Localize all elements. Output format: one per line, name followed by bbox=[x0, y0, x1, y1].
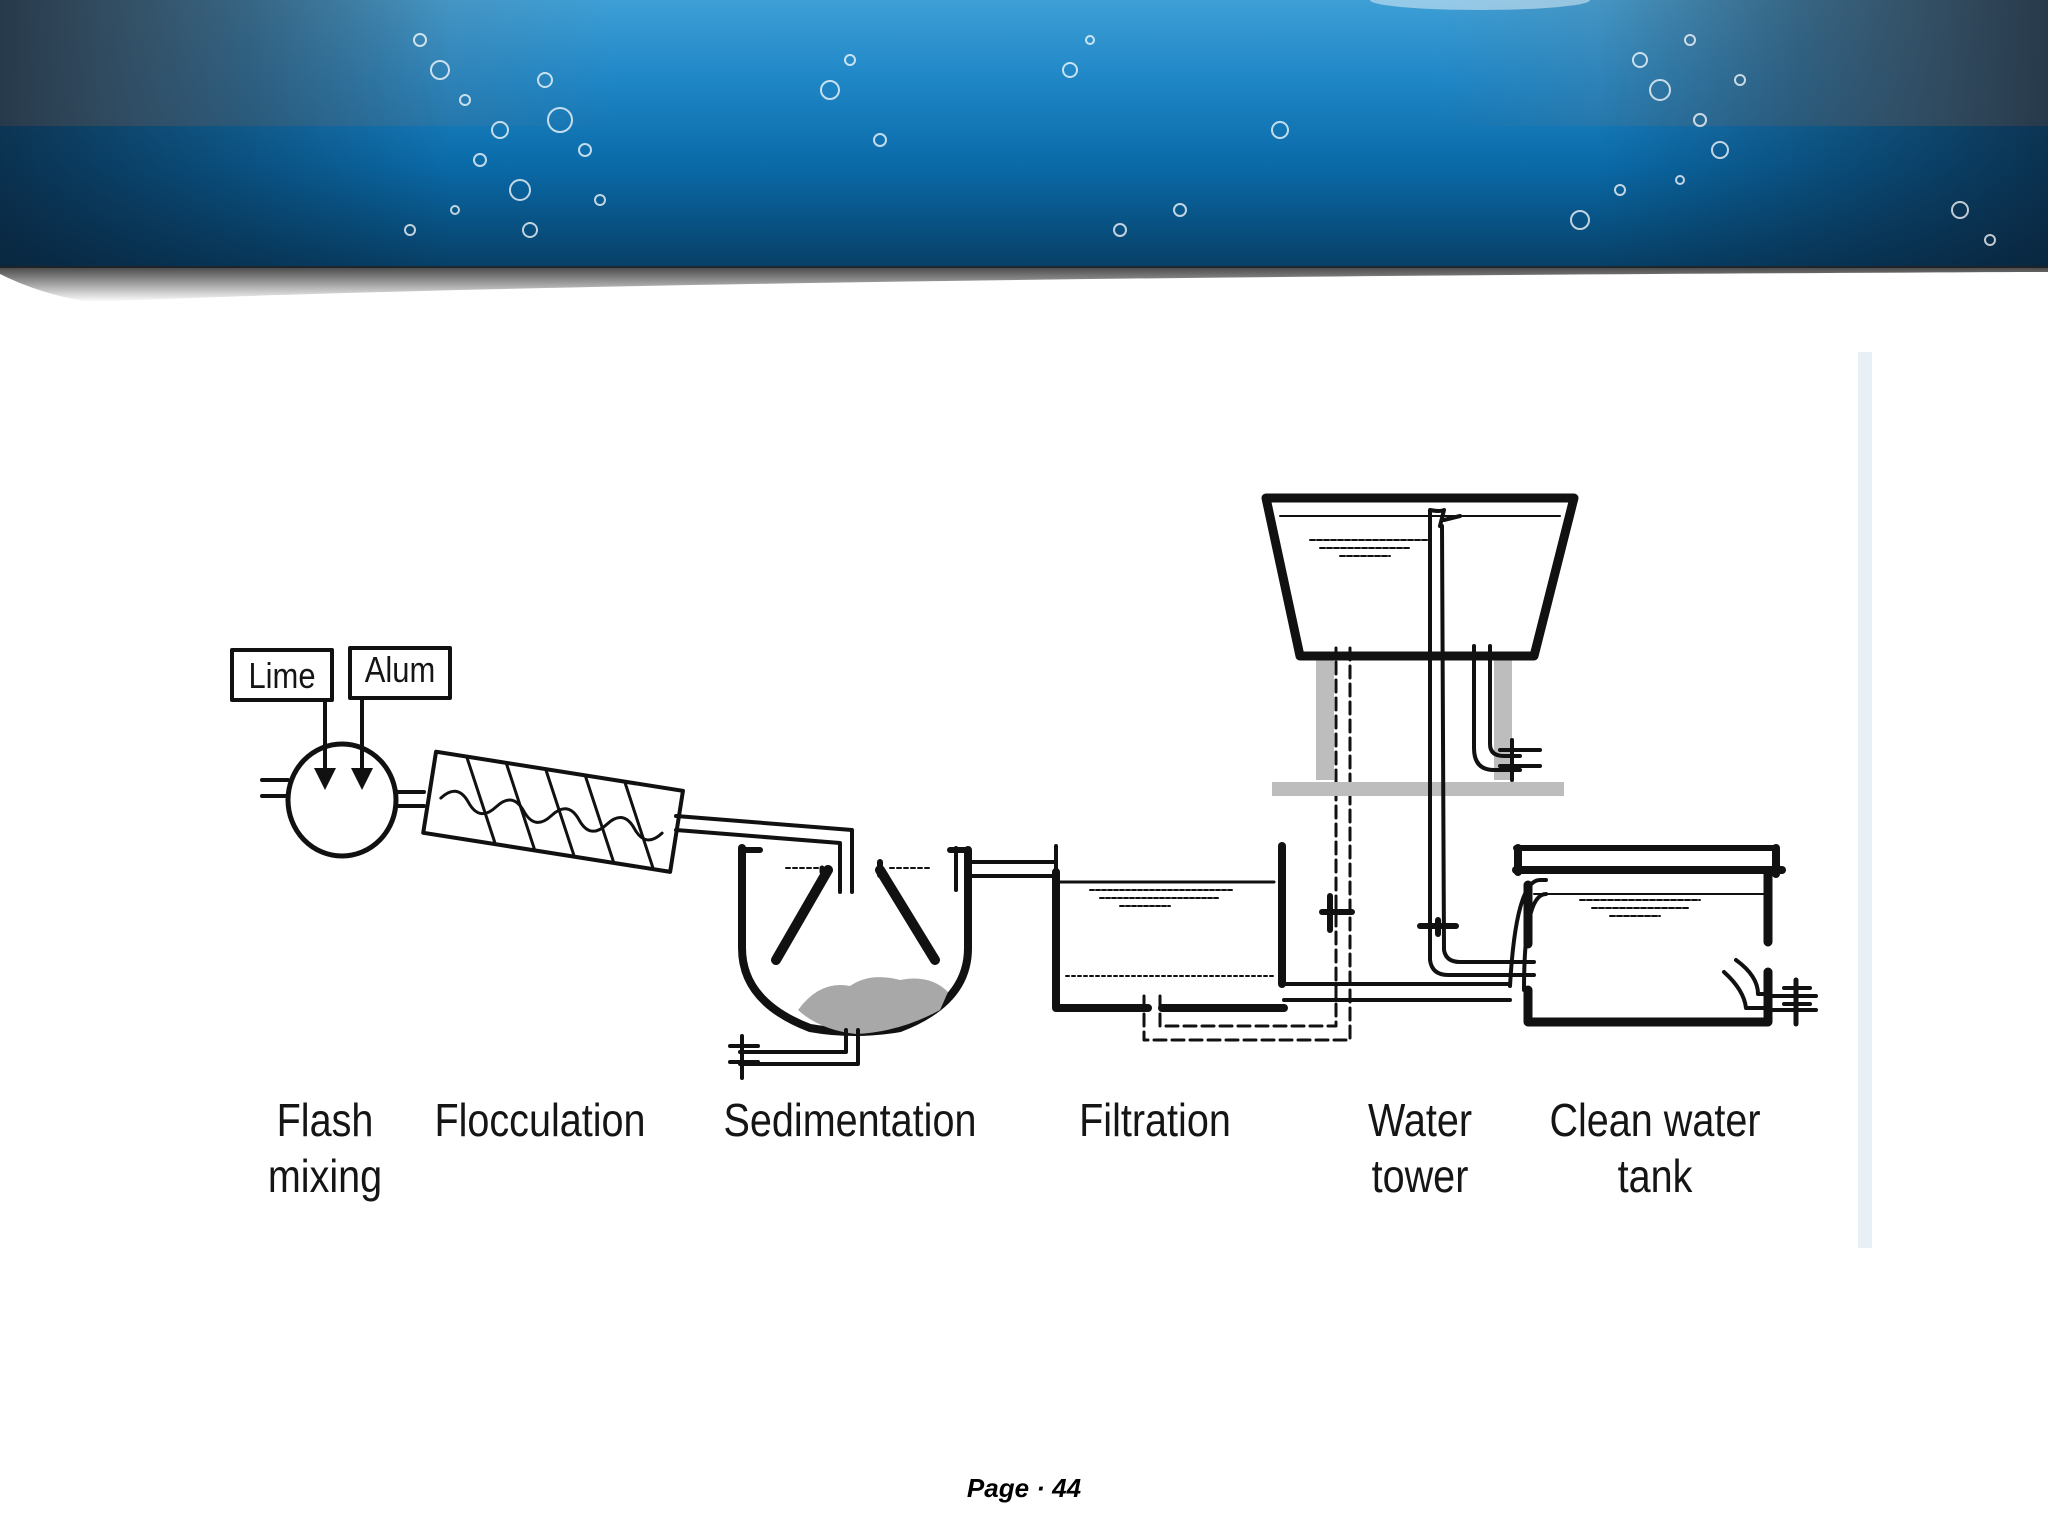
clean-water-tank-label: Clean water tank bbox=[1530, 1092, 1779, 1204]
filtration-tank bbox=[1052, 646, 1512, 1042]
water-tower-line2: tower bbox=[1371, 1150, 1469, 1202]
filtration-label: Filtration bbox=[1056, 1092, 1254, 1148]
flash-mixing-line1: Flash bbox=[276, 1094, 374, 1146]
flash-mixer bbox=[260, 696, 426, 859]
bubbles-decoration bbox=[404, 0, 1996, 246]
filtration-line1: Filtration bbox=[1079, 1094, 1231, 1146]
flash-mixing-line2: mixing bbox=[267, 1150, 383, 1202]
water-tower-label: Water tower bbox=[1343, 1092, 1498, 1204]
alum-box bbox=[348, 646, 452, 700]
clean-water-tank-line1: Clean water bbox=[1549, 1094, 1761, 1146]
pipe-to-sedimentation bbox=[674, 814, 854, 894]
sedimentation-tank bbox=[728, 844, 972, 1080]
header-banner bbox=[0, 0, 2048, 268]
flash-mixing-label: Flash mixing bbox=[252, 1092, 398, 1204]
sedimentation-label: Sedimentation bbox=[721, 1092, 979, 1148]
clean-water-tank-line2: tank bbox=[1617, 1150, 1693, 1202]
water-tower bbox=[1261, 493, 1579, 977]
sedimentation-line1: Sedimentation bbox=[723, 1094, 977, 1146]
pipe-to-filtration bbox=[966, 860, 1058, 880]
lime-label: Lime bbox=[248, 655, 316, 696]
alum-label: Alum bbox=[364, 649, 436, 690]
flocculator bbox=[421, 749, 685, 874]
clean-water-tank bbox=[1508, 844, 1818, 1027]
lime-box bbox=[230, 648, 334, 702]
flocculation-label: Flocculation bbox=[428, 1092, 652, 1148]
right-divider bbox=[1858, 352, 1872, 1248]
water-tower-line1: Water bbox=[1367, 1094, 1473, 1146]
flocculation-line1: Flocculation bbox=[434, 1094, 646, 1146]
page-number: Page · 44 bbox=[966, 1473, 1082, 1503]
banner-shadow bbox=[0, 266, 2048, 302]
